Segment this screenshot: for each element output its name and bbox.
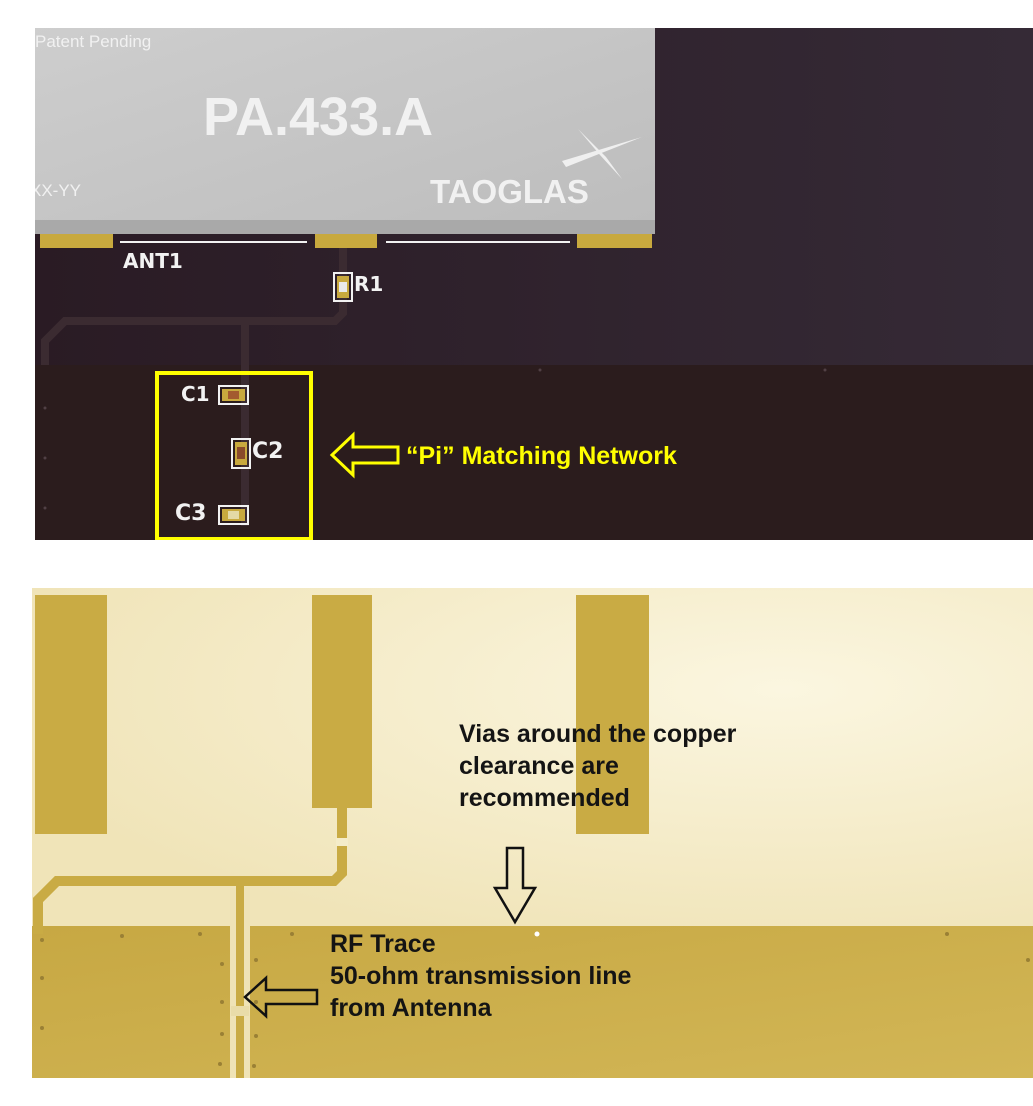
vias-callout-line: clearance are: [459, 752, 619, 780]
ground-copper: [32, 926, 1033, 1078]
pi-network-highlight: [155, 371, 313, 540]
c1-label: C1: [181, 382, 210, 406]
vias-callout-line: recommended: [459, 784, 630, 812]
copper-clearance-area: [32, 588, 1033, 926]
feed-trace-copper: [33, 808, 347, 934]
vias-callout-line: Vias around the copper: [459, 720, 737, 748]
via: [43, 506, 47, 510]
via: [538, 368, 542, 372]
antenna-pad-copper: [576, 595, 649, 834]
vias-callout: Vias around the copper clearance are rec…: [459, 718, 736, 814]
bottom-pcb-drawing: [32, 588, 1033, 1078]
antenna-pad-copper: [35, 595, 107, 834]
chip-patent-text: Patent Pending: [35, 32, 152, 51]
antenna-pad: [315, 234, 377, 248]
left-arrow-icon: [329, 431, 400, 479]
via-row: [40, 932, 1030, 1068]
c3-label: C3: [175, 501, 207, 526]
antenna-pad-copper: [312, 595, 372, 808]
board-ground-area: [35, 365, 1033, 540]
antenna-chip: [35, 28, 655, 220]
chip-code: XX-YY: [35, 181, 82, 200]
chip-brand: TAOGLAS: [430, 173, 589, 210]
via: [43, 456, 47, 460]
down-arrow-icon: [492, 846, 538, 925]
via: [823, 368, 827, 372]
r1-label: R1: [354, 272, 384, 296]
antenna-pad: [40, 234, 113, 248]
rf-callout-line: RF Trace: [330, 930, 436, 958]
via: [43, 406, 47, 410]
ant1-label: ANT1: [123, 249, 183, 273]
star-logo-icon: [562, 129, 642, 179]
rf-trace-callout: RF Trace 50-ohm transmission line from A…: [330, 928, 631, 1024]
bottom-pcb-view: Vias around the copper clearance are rec…: [32, 588, 1033, 1078]
rf-trace-copper: [236, 881, 244, 1078]
left-arrow-icon: [243, 975, 319, 1019]
antenna-pad: [577, 234, 652, 248]
top-pcb-drawing: [35, 28, 1033, 540]
antenna-chip-edge: [35, 220, 655, 234]
c2-label: C2: [252, 439, 284, 464]
rf-callout-line: from Antenna: [330, 994, 492, 1022]
rf-callout-line: 50-ohm transmission line: [330, 962, 632, 990]
top-pcb-view: Patent Pending PA.433.A XX-YY TAOGLAS AN…: [35, 28, 1033, 540]
chip-part-number: PA.433.A: [203, 87, 434, 147]
highlighted-via: [534, 931, 540, 937]
pi-network-callout: “Pi” Matching Network: [406, 442, 677, 470]
